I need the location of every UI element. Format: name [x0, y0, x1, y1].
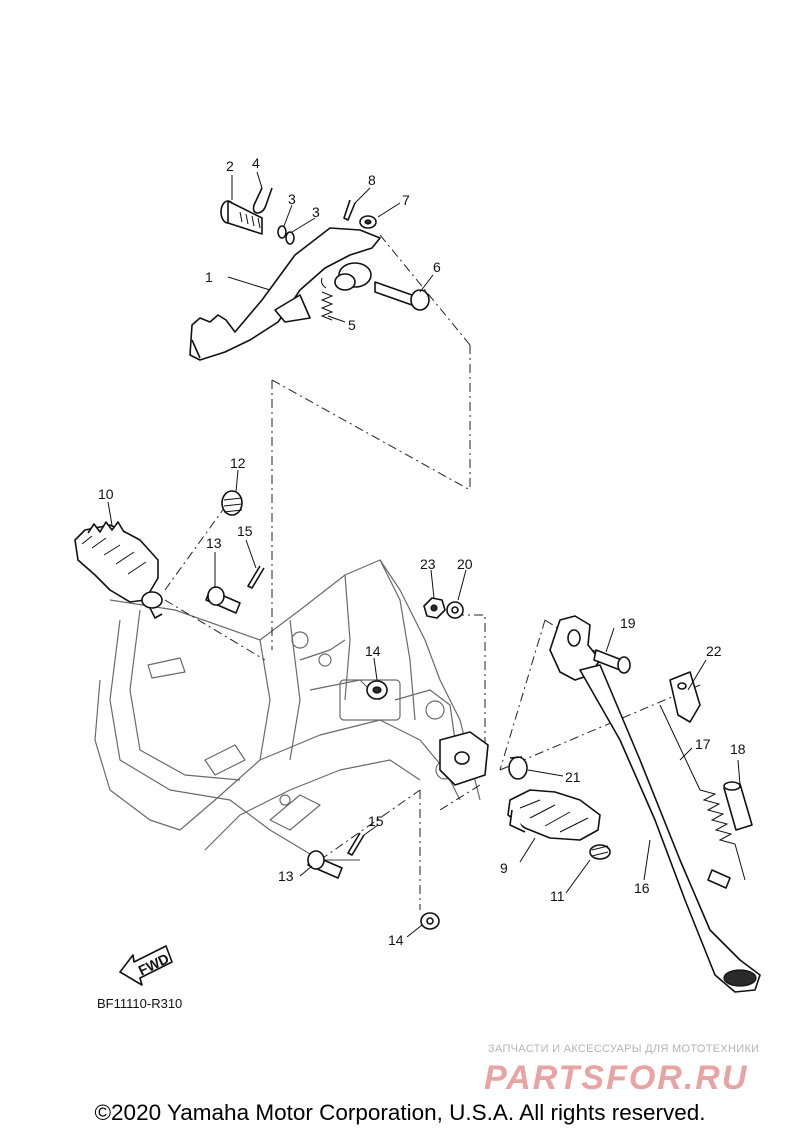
callout-5: 5: [348, 317, 356, 333]
right-footrest: [507, 789, 601, 841]
watermark-logo-text: PARTSFOR.RU: [484, 1059, 748, 1097]
sidestand: [579, 664, 761, 993]
footrest-pin-upper: [205, 586, 241, 614]
fwd-label: FWD: [136, 950, 172, 978]
footrest-spring-12: [221, 490, 243, 516]
return-spring-5: [320, 277, 334, 321]
cotter-pin-8: [343, 199, 356, 221]
sidestand-bracket: [549, 615, 601, 681]
callout-14b: 14: [388, 932, 404, 948]
copyright-notice: ©2020 Yamaha Motor Corporation, U.S.A. A…: [94, 1100, 706, 1125]
callout-13b: 13: [278, 868, 294, 884]
nut-23: [423, 597, 446, 619]
left-footrest: [74, 521, 163, 619]
washer-14-lower: [420, 912, 440, 930]
cotter-pin-15-upper: [247, 565, 265, 589]
watermark-caption: ЗАПЧАСТИ И АКСЕССУАРЫ ДЛЯ МОТОТЕХНИКИ: [488, 1043, 760, 1055]
cotter-pin-4: [252, 187, 273, 214]
washer-7: [359, 215, 377, 229]
callout-22: 22: [706, 643, 722, 659]
callout-1: 1: [205, 269, 213, 285]
pivot-bolt: [220, 200, 263, 235]
spring-collar-18: [723, 781, 753, 831]
callout-20: 20: [457, 556, 473, 572]
callout-11: 11: [550, 888, 565, 904]
watermark-logo: PARTSFOR.RU: [484, 1059, 748, 1097]
callout-21: 21: [565, 769, 581, 785]
callout-15a: 15: [237, 523, 253, 539]
callout-13a: 13: [206, 535, 222, 551]
washer-14-upper: [366, 680, 388, 700]
bracket-mount: [439, 731, 489, 786]
callout-19: 19: [620, 615, 636, 631]
callout-3a: 3: [288, 191, 296, 207]
callout-23: 23: [420, 556, 436, 572]
callout-9: 9: [500, 860, 508, 876]
washer-20: [446, 601, 464, 619]
diagram-code: BF11110-R310: [97, 996, 183, 1011]
o-rings: [277, 225, 295, 245]
callout-8: 8: [368, 172, 376, 188]
callout-labels: 2 4 3 3 8 7 6 1 5 12 10 15 13 23 20 14 1…: [98, 155, 746, 948]
footrest-pin-lower: [307, 850, 343, 879]
callout-3b: 3: [312, 204, 320, 220]
sidestand-spring: [659, 704, 746, 889]
callout-2: 2: [226, 158, 234, 174]
leader-lines: [107, 171, 741, 938]
callout-17: 17: [695, 736, 711, 752]
callout-18: 18: [730, 741, 746, 757]
callout-16: 16: [634, 880, 650, 896]
clevis-pin: [374, 281, 430, 311]
callout-4: 4: [252, 155, 260, 171]
callout-15b: 15: [368, 813, 384, 829]
brake-pedal: [189, 227, 381, 361]
frame-outline: [94, 559, 481, 861]
callout-10: 10: [98, 486, 114, 502]
cotter-pin-15-lower: [347, 832, 365, 856]
assembly-lines: [164, 234, 701, 910]
collar-21: [508, 756, 528, 780]
callout-6: 6: [433, 259, 441, 275]
callout-14a: 14: [365, 643, 381, 659]
bolt-19: [593, 649, 631, 674]
plate-22: [669, 671, 701, 723]
spring-clip-11: [589, 844, 611, 860]
callout-7: 7: [402, 192, 410, 208]
fwd-arrow-icon: FWD: [119, 945, 173, 986]
callout-12: 12: [230, 455, 246, 471]
